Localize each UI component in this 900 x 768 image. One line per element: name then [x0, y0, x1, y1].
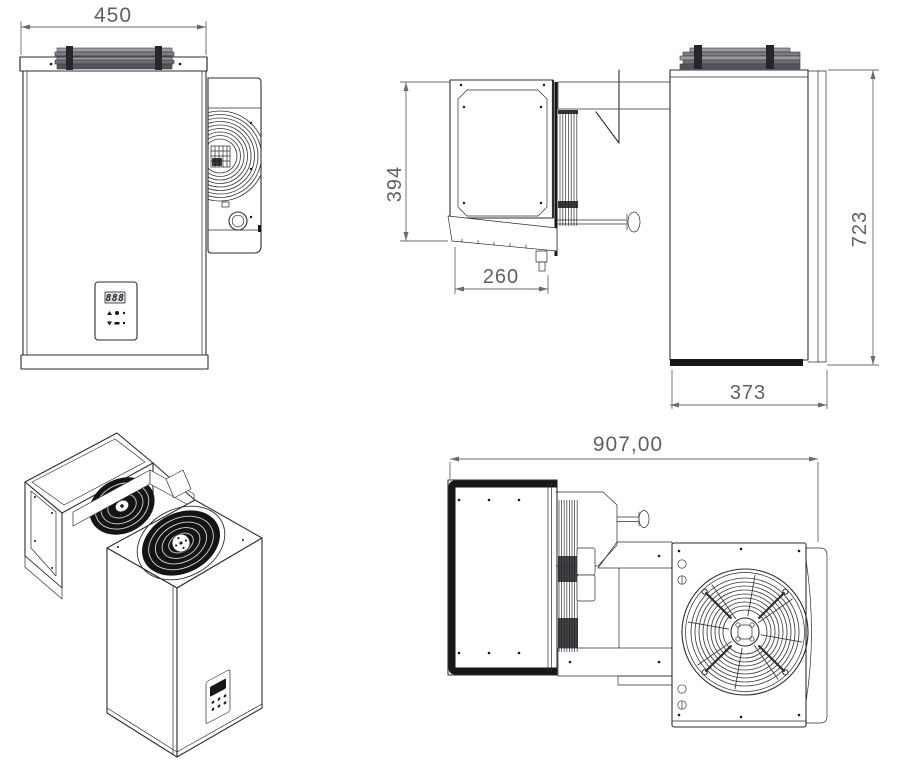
guard-spokes: [687, 574, 803, 690]
condenser-top-fins: [679, 45, 801, 70]
dim-label-front-width: 450: [94, 4, 132, 27]
condenser-fan-side: [208, 110, 262, 202]
up-arrow-icon: [107, 311, 112, 315]
condenser-side-panel: [207, 77, 262, 254]
iso-condenser-fan: [136, 505, 226, 581]
condenser-housing: [669, 45, 827, 366]
iso-display: [210, 678, 226, 697]
dim-evaporator-height: 394: [384, 81, 450, 242]
back-panel: [807, 70, 827, 363]
dim-label-evaporator-height: 394: [384, 166, 406, 202]
iso-condenser-box: [106, 499, 263, 758]
drain-screw: [557, 211, 641, 233]
dim-evaporator-depth: 260: [454, 247, 549, 294]
iso-evaporator-box: [24, 432, 154, 600]
mounting-rail: [19, 46, 208, 72]
mounting-flange: [557, 69, 671, 144]
base-strip: [20, 354, 209, 370]
front-view: 450: [19, 4, 262, 370]
screw-knob: [627, 211, 641, 233]
side-view: 394 260: [384, 45, 879, 409]
evaporator-panel: [457, 89, 548, 217]
dim-front-width: 450: [20, 4, 207, 55]
dim-label-evaporator-depth: 260: [483, 266, 519, 288]
drain-fitting: [535, 250, 548, 263]
display-value: 888: [106, 293, 125, 304]
top-drain-screw: [616, 510, 650, 528]
dim-condenser-depth: 373: [670, 370, 828, 409]
evaporator-gasket-edge: [448, 480, 557, 675]
minus-button-icon: [114, 322, 120, 325]
set-button-icon: [115, 311, 119, 315]
screw-knob: [638, 510, 650, 528]
drip-tray: [447, 215, 558, 272]
top-view: 907,00: [447, 433, 828, 728]
iso-evaporator-fan: [89, 477, 155, 535]
dim-overall-height: 723: [827, 69, 879, 366]
arrow-right-icon: [197, 24, 206, 30]
dim-overall-length: 907,00: [449, 433, 819, 542]
evaporator-box: [447, 79, 558, 272]
top-condenser-panel: [671, 542, 828, 728]
dim-label-condenser-depth: 373: [730, 382, 766, 404]
top-wall-section: [555, 491, 673, 686]
down-arrow-icon: [107, 321, 112, 326]
lower-band: [557, 647, 673, 677]
temperature-display: [104, 291, 126, 304]
support-bracket: [595, 69, 620, 144]
arrow-left-icon: [21, 24, 30, 30]
dim-label-overall-height: 723: [849, 211, 871, 247]
iso-frame-rails: [72, 462, 198, 527]
top-coil-fins: [558, 500, 578, 652]
iso-control-panel: [205, 669, 231, 724]
drain-hole: [228, 211, 248, 231]
control-panel: 888: [94, 281, 138, 341]
heat-exchanger-fins: [54, 46, 175, 70]
dim-label-overall-length: 907,00: [593, 433, 663, 456]
condenser-fan-guard: [681, 568, 809, 696]
back-strip: [805, 547, 828, 724]
isometric-view: [24, 432, 263, 758]
panel-buttons: [107, 311, 126, 326]
junction-box: [576, 547, 596, 576]
top-evaporator-box: [447, 479, 558, 676]
guard-braces: [701, 588, 789, 676]
wall-coil-fins: [558, 110, 578, 226]
upper-band: [597, 541, 673, 569]
unit-body: 888: [20, 70, 209, 370]
fan-hub: [730, 617, 760, 647]
